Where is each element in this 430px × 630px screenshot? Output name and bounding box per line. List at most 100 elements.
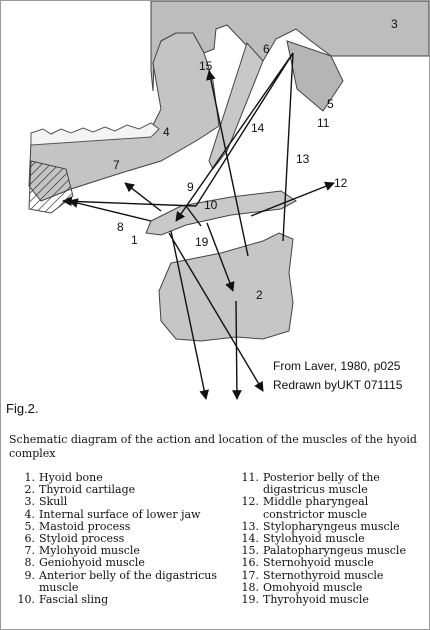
legend-text: Sternohyoid muscle [263, 556, 374, 570]
label-9: 9 [187, 180, 194, 194]
legend-text: Geniohyoid muscle [39, 556, 145, 570]
line-middle-constrictor [250, 181, 335, 217]
line-posterior-digastric [195, 52, 294, 207]
legend-number: 10. [17, 593, 36, 607]
legend-item: 11.Posterior belly of the digastricus mu… [229, 471, 429, 497]
legend-item: 3.Skull [5, 496, 225, 508]
label-10: 10 [204, 198, 218, 212]
line-mylohyoid [124, 182, 162, 212]
hyoid-bone-shape [145, 190, 297, 236]
legend-number: 6. [24, 532, 36, 546]
label-2: 2 [256, 288, 263, 302]
label-7: 7 [113, 158, 120, 172]
legend-text: Stylopharyngeus muscle [263, 519, 400, 533]
legend-left-column: 1.Hyoid bone 2.Thyroid cartilage 3.Skull… [5, 471, 225, 607]
legend-item: 9.Anterior belly of the digastricus musc… [5, 568, 225, 594]
line-sternothyroid [232, 300, 242, 400]
line-anterior-digastric [62, 196, 197, 207]
legend-text: Palatopharyngeus muscle [263, 544, 406, 558]
label-5: 5 [327, 97, 334, 111]
muscle-lines [62, 52, 335, 400]
legend-item: 10.Fascial sling [5, 593, 225, 607]
legend-item: 1.Hyoid bone [5, 471, 225, 484]
figure-label: Fig.2. [6, 401, 39, 416]
legend-text: Styloid process [39, 532, 125, 546]
hyoid-diagram: 1 2 3 4 5 6 7 8 9 10 11 12 13 14 15 16 1… [28, 1, 429, 401]
line-thyrohyoid [206, 222, 235, 292]
legend-item: 7.Mylohyoid muscle [5, 545, 225, 557]
legend-item: 8.Geniohyoid muscle [5, 557, 225, 569]
legend-number: 12. [241, 495, 260, 509]
figure-caption: Schematic diagram of the action and loca… [9, 433, 417, 460]
legend-item: 18.Omohyoid muscle [229, 580, 429, 594]
label-12: 12 [334, 176, 348, 190]
legend-text: Internal surface of lower jaw [39, 507, 201, 521]
label-4: 4 [163, 125, 170, 139]
label-11: 11 [317, 116, 330, 130]
line-geniohyoid [68, 198, 152, 222]
chin-hatch [28, 160, 74, 214]
legend-number: 16. [241, 556, 260, 570]
legend-item: 2.Thyroid cartilage [5, 483, 225, 497]
label-1: 1 [131, 233, 138, 247]
credit-source: From Laver, 1980, p025 [273, 359, 401, 373]
legend-right-column: 11.Posterior belly of the digastricus mu… [229, 471, 429, 607]
legend-text: Mastoid process [39, 519, 131, 533]
legend-text: Thyroid cartilage [39, 483, 136, 497]
legend-item: 15.Palatopharyngeus muscle [229, 545, 429, 557]
styloid-process-shape [208, 42, 264, 170]
label-18: 18 [258, 399, 272, 401]
legend-text: Hyoid bone [39, 471, 103, 484]
legend-text: Anterior belly of the digastricus muscle [39, 568, 218, 594]
legend-item: 5.Mastoid process [5, 519, 225, 533]
legend-item: 6.Styloid process [5, 532, 225, 546]
legend-number: 13. [241, 519, 260, 533]
legend-item: 13.Stylopharyngeus muscle [229, 519, 429, 533]
label-8: 8 [117, 220, 124, 234]
legend-number: 18. [241, 580, 260, 594]
legend-text: Middle pharyngeal constrictor muscle [263, 495, 369, 521]
legend-text: Stylohyoid muscle [263, 532, 365, 546]
legend-number: 2. [24, 483, 36, 497]
legend-number: 17. [241, 568, 260, 582]
line-palatopharyngeus [206, 70, 249, 257]
line-stylopharyngeus [282, 52, 294, 242]
mastoid-process-shape [286, 40, 344, 112]
legend-item: 14.Stylohyoid muscle [229, 532, 429, 546]
legend-number: 15. [241, 544, 260, 558]
legend-text: Posterior belly of the digastricus muscl… [263, 471, 380, 497]
legend-text: Thyrohyoid muscle [263, 593, 369, 607]
legend-number: 8. [24, 556, 36, 570]
legend-text: Mylohyoid muscle [39, 544, 140, 558]
legend-item: 16.Sternohyoid muscle [229, 557, 429, 569]
credit-redrawn: Redrawn byUKT 071115 [273, 378, 403, 392]
legend-number: 3. [24, 495, 36, 509]
legend-number: 7. [24, 544, 36, 558]
legend-number: 19. [241, 593, 260, 607]
legend-number: 5. [24, 519, 36, 533]
legend-number: 4. [24, 507, 36, 521]
legend-text: Skull [39, 495, 68, 509]
teeth-shape [30, 122, 160, 146]
legend-number: 1. [24, 471, 36, 484]
legend-item: 12.Middle pharyngeal constrictor muscle [229, 495, 429, 521]
label-15: 15 [199, 59, 213, 73]
legend-text: Fascial sling [39, 593, 109, 607]
legend-number: 9. [24, 568, 36, 582]
label-6: 6 [263, 42, 270, 56]
label-14: 14 [251, 121, 265, 135]
legend-number: 14. [241, 532, 260, 546]
legend-item: 4.Internal surface of lower jaw [5, 507, 225, 521]
legend-item: 19.Thyrohyoid muscle [229, 593, 429, 607]
line-fascial-sling [185, 205, 202, 227]
line-stylohyoid [175, 52, 294, 222]
line-omohyoid [168, 232, 264, 392]
label-19: 19 [195, 235, 209, 249]
legend-text: Omohyoid muscle [263, 580, 363, 594]
label-3: 3 [391, 17, 398, 31]
line-sternohyoid [170, 230, 209, 400]
label-13: 13 [296, 152, 310, 166]
legend-item: 17.Sternothyroid muscle [229, 568, 429, 582]
diagram-labels: 1 2 3 4 5 6 7 8 9 10 11 12 13 14 15 16 1… [113, 17, 398, 401]
